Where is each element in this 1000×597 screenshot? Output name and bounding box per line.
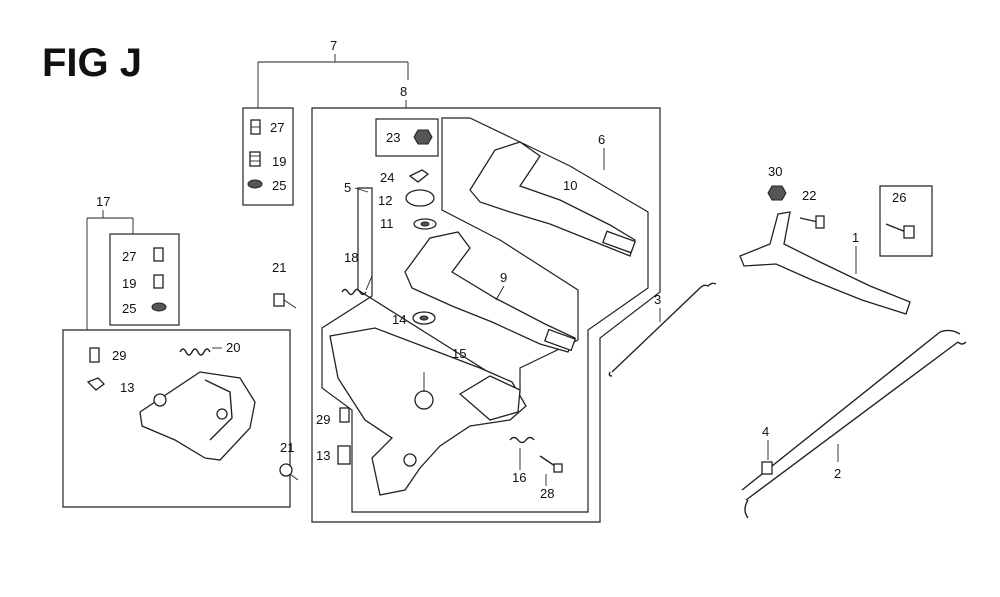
clamp-4-part	[761, 461, 773, 475]
callout-25-top: 25	[272, 178, 286, 193]
callout-22: 22	[802, 188, 816, 203]
spring-16-part	[509, 436, 535, 444]
governor-kit-box	[62, 329, 291, 508]
clip-13-left-part	[86, 377, 105, 391]
callout-14: 14	[392, 312, 406, 327]
spring-18-part	[341, 288, 367, 296]
group-17: 17 27 19 25 29 13 20	[62, 194, 291, 508]
pivot-stud-part	[414, 390, 434, 410]
callout-11: 11	[380, 216, 394, 231]
callout-3: 3	[654, 292, 661, 307]
nut-30-part	[767, 185, 787, 201]
spring-19-left-part	[153, 274, 164, 289]
bolt-22: 22	[799, 188, 825, 229]
callout-23: 23	[386, 130, 400, 145]
callout-13-left: 13	[120, 380, 134, 395]
rod-3: 3	[608, 282, 717, 377]
screw-27-left-part	[153, 247, 164, 262]
screw-27-part	[250, 119, 261, 135]
callout-17: 17	[96, 194, 110, 209]
callout-29-center: 29	[316, 412, 330, 427]
bolt-29-center-part	[339, 407, 350, 423]
callout-9: 9	[500, 270, 507, 285]
figure-title: FIG J	[42, 41, 142, 85]
hardware-kit-box-7	[242, 107, 294, 206]
cable-2: 2	[741, 329, 967, 519]
callout-24: 24	[380, 170, 394, 185]
callout-26: 26	[892, 190, 906, 205]
group-7: 7 27 19 25	[242, 38, 409, 206]
washer-25-part	[247, 179, 263, 189]
callout-7: 7	[330, 38, 337, 53]
hardware-kit-box-17	[109, 233, 180, 326]
callout-8: 8	[400, 84, 407, 99]
bolt-22-part	[799, 217, 819, 223]
callout-2: 2	[834, 466, 841, 481]
rod-3-wire	[611, 282, 717, 373]
callout-20: 20	[226, 340, 240, 355]
clip-13-center-part	[337, 445, 351, 465]
callout-29-left: 29	[112, 348, 126, 363]
part-24	[408, 169, 430, 183]
callout-5: 5	[344, 180, 351, 195]
base-plate-15-part	[329, 327, 527, 496]
cable-2-end	[744, 499, 749, 519]
callout-27-left: 27	[122, 249, 136, 264]
callout-30: 30	[768, 164, 782, 179]
callout-19-left: 19	[122, 276, 136, 291]
spring-19-part	[249, 151, 261, 167]
callout-1: 1	[852, 230, 859, 245]
bolt-21-lower: 21	[279, 440, 299, 481]
clamp-4: 4	[761, 424, 773, 475]
callout-12: 12	[378, 193, 392, 208]
callout-4: 4	[762, 424, 769, 439]
throttle-lever-10-part	[469, 141, 636, 257]
control-plate-left-edge	[204, 379, 233, 441]
callout-21-upper: 21	[272, 260, 286, 275]
lever-assembly-box-5	[321, 117, 649, 513]
nut-30: 30	[767, 164, 787, 201]
bolt-21-upper: 21	[272, 260, 297, 309]
callout-13-center: 13	[316, 448, 330, 463]
control-assembly-box-8	[311, 107, 661, 523]
choke-lever-9-part	[404, 231, 576, 353]
washer-25-left-part	[151, 302, 167, 312]
spring-20-part	[179, 348, 211, 356]
bolt-26-part	[885, 223, 907, 233]
washer-12-part	[405, 189, 435, 207]
bolt-26: 26	[879, 185, 933, 257]
nut-23-part	[413, 129, 433, 145]
lever-1: 1	[739, 211, 911, 315]
callout-27-top: 27	[270, 120, 284, 135]
base-plate-15-bracket	[458, 375, 521, 421]
callout-15: 15	[452, 346, 466, 361]
nut-box-23	[375, 118, 439, 157]
callout-25-left: 25	[122, 301, 136, 316]
control-plate-left-part	[139, 371, 256, 461]
callout-10: 10	[563, 178, 577, 193]
callout-6: 6	[598, 132, 605, 147]
callout-21-lower: 21	[280, 440, 294, 455]
cable-2-wire	[741, 329, 967, 501]
callout-28: 28	[540, 486, 554, 501]
bolt-29-left-part	[89, 347, 100, 363]
callout-19-top: 19	[272, 154, 286, 169]
bolt-26-box	[879, 185, 933, 257]
lever-1-part	[739, 211, 911, 315]
callout-18: 18	[344, 250, 358, 265]
group-8: 8 5 23 24 12 11 6 10 9 18	[311, 84, 661, 523]
callout-16: 16	[512, 470, 526, 485]
